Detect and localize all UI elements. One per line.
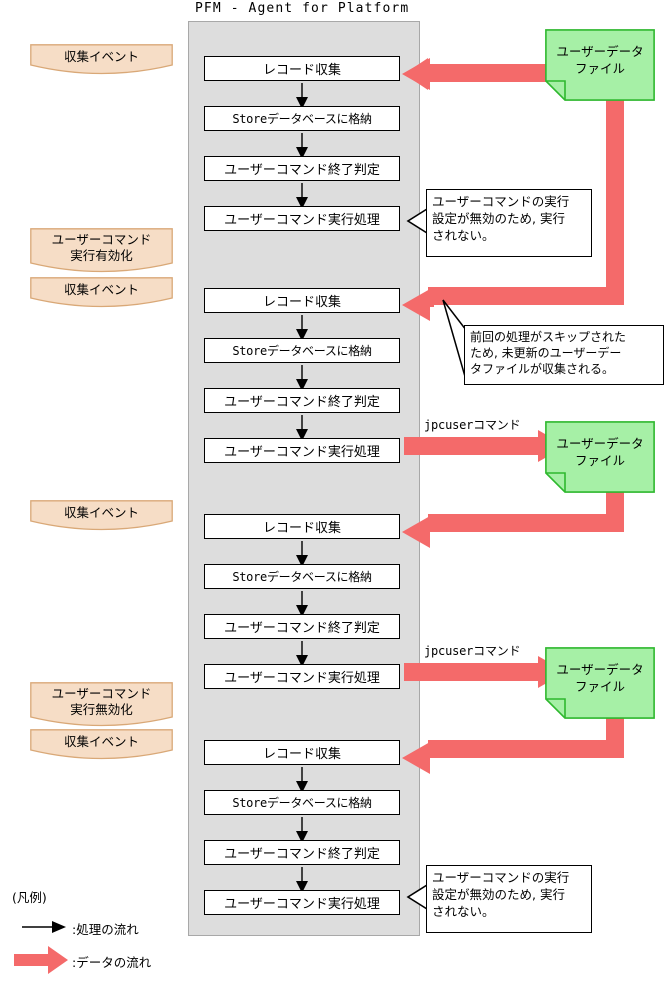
process-box-execute-2[interactable]: ユーザーコマンド実行処理 — [204, 438, 400, 463]
note-1-line2: 設定が無効のため, 実行 — [432, 211, 565, 226]
banner-label: 収集イベント — [63, 734, 139, 749]
legend-label-process-flow: :処理の流れ — [72, 922, 139, 937]
process-box-store-4[interactable]: Storeデータベースに格納 — [204, 790, 400, 815]
banner-usercmd-enable: ユーザーコマンド 実行有効化 — [30, 228, 173, 278]
data-file-label-1-line1: ユーザーデータ — [556, 44, 644, 59]
process-box-store-1[interactable]: Storeデータベースに格納 — [204, 106, 400, 131]
banner-shape — [30, 729, 173, 760]
data-file-shape-1: ユーザーデータ ファイル — [545, 29, 655, 101]
note-callout-2: 前回の処理がスキップされた ため, 未更新のユーザーデー タファイルが収集される… — [464, 325, 664, 385]
data-arrow-file1-to-collect2 — [402, 100, 624, 321]
process-box-judge-2[interactable]: ユーザーコマンド終了判定 — [204, 388, 400, 413]
file-icon — [545, 421, 655, 493]
file-icon — [545, 647, 655, 719]
banner-label-line2: 実行無効化 — [70, 702, 133, 717]
note-1-line3: されない。 — [432, 228, 495, 243]
process-box-judge-1[interactable]: ユーザーコマンド終了判定 — [204, 156, 400, 181]
process-box-collect-4[interactable]: レコード収集 — [204, 740, 400, 765]
banner-label: 収集イベント — [63, 49, 139, 64]
thick-arrow-icon — [14, 946, 68, 974]
note-3-line3: されない。 — [432, 904, 495, 919]
note-callout-3: ユーザーコマンドの実行 設定が無効のため, 実行 されない。 — [426, 865, 592, 933]
data-arrow-file2-to-collect3 — [402, 492, 624, 548]
banner-shape — [30, 228, 173, 273]
note-1-line1: ユーザーコマンドの実行 — [432, 194, 570, 209]
banner-usercmd-disable: ユーザーコマンド 実行無効化 — [30, 682, 173, 732]
banner-collect-event-4: 収集イベント — [30, 729, 173, 765]
note-3-line1: ユーザーコマンドの実行 — [432, 870, 570, 885]
data-file-label-1-line2: ファイル — [574, 61, 625, 76]
data-file-shape-2: ユーザーデータ ファイル — [545, 421, 655, 493]
data-file-label-3-line2: ファイル — [574, 679, 625, 694]
banner-shape — [30, 500, 173, 531]
note-2-line3: タファイルが収集される。 — [470, 362, 615, 376]
note-3-line2: 設定が無効のため, 実行 — [432, 887, 565, 902]
banner-label: 収集イベント — [63, 505, 139, 520]
process-box-execute-4[interactable]: ユーザーコマンド実行処理 — [204, 890, 400, 915]
note-callout-1: ユーザーコマンドの実行 設定が無効のため, 実行 されない。 — [426, 189, 592, 257]
data-file-label-2-line2: ファイル — [574, 453, 625, 468]
note-2-line1: 前回の処理がスキップされた — [470, 330, 627, 344]
data-arrow-file3-to-collect4 — [402, 718, 624, 774]
banner-shape — [30, 682, 173, 727]
banner-collect-event-2: 収集イベント — [30, 277, 173, 313]
banner-shape — [30, 44, 173, 75]
process-box-judge-3[interactable]: ユーザーコマンド終了判定 — [204, 614, 400, 639]
process-box-collect-2[interactable]: レコード収集 — [204, 288, 400, 313]
banner-label-line1: ユーザーコマンド — [51, 686, 152, 701]
process-box-store-3[interactable]: Storeデータベースに格納 — [204, 564, 400, 589]
process-box-collect-1[interactable]: レコード収集 — [204, 56, 400, 81]
banner-label: 収集イベント — [63, 282, 139, 297]
legend-title: (凡例) — [12, 890, 47, 905]
banner-label-line1: ユーザーコマンド — [51, 232, 152, 247]
data-file-label-2-line1: ユーザーデータ — [556, 436, 644, 451]
process-box-collect-3[interactable]: レコード収集 — [204, 514, 400, 539]
process-box-execute-1[interactable]: ユーザーコマンド実行処理 — [204, 206, 400, 231]
diagram-title: PFM - Agent for Platform — [195, 1, 410, 16]
banner-shape — [30, 277, 173, 308]
process-box-judge-4[interactable]: ユーザーコマンド終了判定 — [204, 840, 400, 865]
banner-label-line2: 実行有効化 — [70, 248, 133, 263]
command-label-1: jpcuserコマンド — [424, 418, 521, 432]
data-file-shape-3: ユーザーデータ ファイル — [545, 647, 655, 719]
banner-collect-event-3: 収集イベント — [30, 500, 173, 536]
banner-collect-event-1: 収集イベント — [30, 44, 173, 80]
note-2-line2: ため, 未更新のユーザーデー — [470, 346, 622, 360]
command-label-2: jpcuserコマンド — [424, 644, 521, 658]
process-box-execute-3[interactable]: ユーザーコマンド実行処理 — [204, 664, 400, 689]
process-box-store-2[interactable]: Storeデータベースに格納 — [204, 338, 400, 363]
thin-arrow-icon — [22, 921, 66, 933]
file-icon — [545, 29, 655, 101]
data-file-label-3-line1: ユーザーデータ — [556, 662, 644, 677]
legend-label-data-flow: :データの流れ — [72, 955, 152, 970]
